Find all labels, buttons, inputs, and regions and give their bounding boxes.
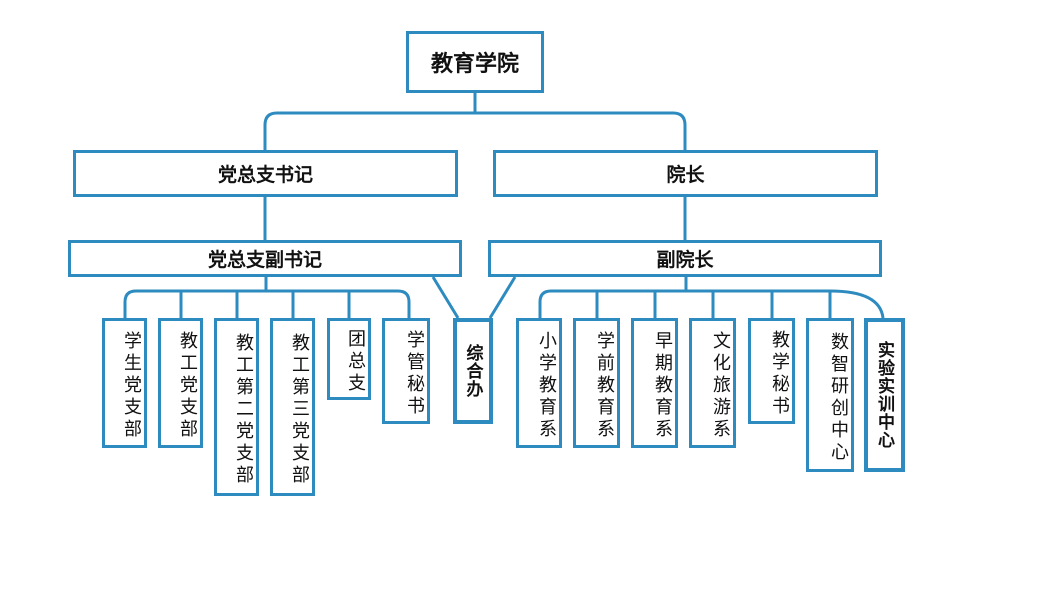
left-unit-box: 教工党支部 xyxy=(158,318,203,448)
left-unit-box: 团总支 xyxy=(327,318,371,400)
right-unit-box: 教学秘书 xyxy=(748,318,795,424)
connector-right-drops xyxy=(595,291,832,318)
left-unit-label: 教工第二党支部 xyxy=(233,333,254,487)
root-box: 教育学院 xyxy=(406,31,544,93)
root-label: 教育学院 xyxy=(430,52,519,77)
left-unit-box: 学管秘书 xyxy=(382,318,430,424)
right-unit-label: 文化旅游系 xyxy=(710,331,731,441)
left-unit-box: 教工第二党支部 xyxy=(214,318,259,496)
vice-president-box: 副院长 xyxy=(488,240,882,277)
left-unit-label: 学生党支部 xyxy=(121,331,142,441)
right-unit-label: 早期教育系 xyxy=(652,331,673,441)
connector-left-drops xyxy=(179,291,351,318)
deputy-secretary-box: 党总支副书记 xyxy=(68,240,462,277)
left-unit-label: 教工第三党支部 xyxy=(289,333,310,487)
right-unit-box: 文化旅游系 xyxy=(689,318,736,448)
left-unit-label: 团总支 xyxy=(345,329,366,395)
connector-root-split xyxy=(263,93,687,150)
left-unit-label: 学管秘书 xyxy=(404,330,425,418)
secretary-label: 党总支书记 xyxy=(217,164,313,186)
right-unit-box: 早期教育系 xyxy=(631,318,678,448)
secretary-box: 党总支书记 xyxy=(73,150,458,197)
right-unit-label: 教学秘书 xyxy=(769,330,790,418)
right-unit-label: 数智研创中心 xyxy=(828,332,849,464)
right-unit-label: 学前教育系 xyxy=(594,331,615,441)
right-unit-box: 学前教育系 xyxy=(573,318,620,448)
right-unit-box: 小学教育系 xyxy=(516,318,562,448)
right-unit-label: 实验实训中心 xyxy=(874,341,894,449)
left-unit-box: 学生党支部 xyxy=(102,318,147,448)
right-unit-box: 实验实训中心 xyxy=(864,318,905,472)
left-unit-box: 教工第三党支部 xyxy=(270,318,315,496)
connector-to-office xyxy=(431,276,517,319)
connector-left-bus xyxy=(123,277,411,318)
right-unit-label: 小学教育系 xyxy=(536,331,557,441)
president-box: 院长 xyxy=(493,150,878,197)
left-unit-label: 教工党支部 xyxy=(177,331,198,441)
office-label: 综合办 xyxy=(462,344,483,398)
right-unit-box: 数智研创中心 xyxy=(806,318,854,472)
connector-right-bus xyxy=(538,277,885,319)
deputy-secretary-label: 党总支副书记 xyxy=(207,249,322,271)
vice-president-label: 副院长 xyxy=(656,249,714,271)
office-box: 综合办 xyxy=(453,318,493,424)
president-label: 院长 xyxy=(666,164,705,186)
